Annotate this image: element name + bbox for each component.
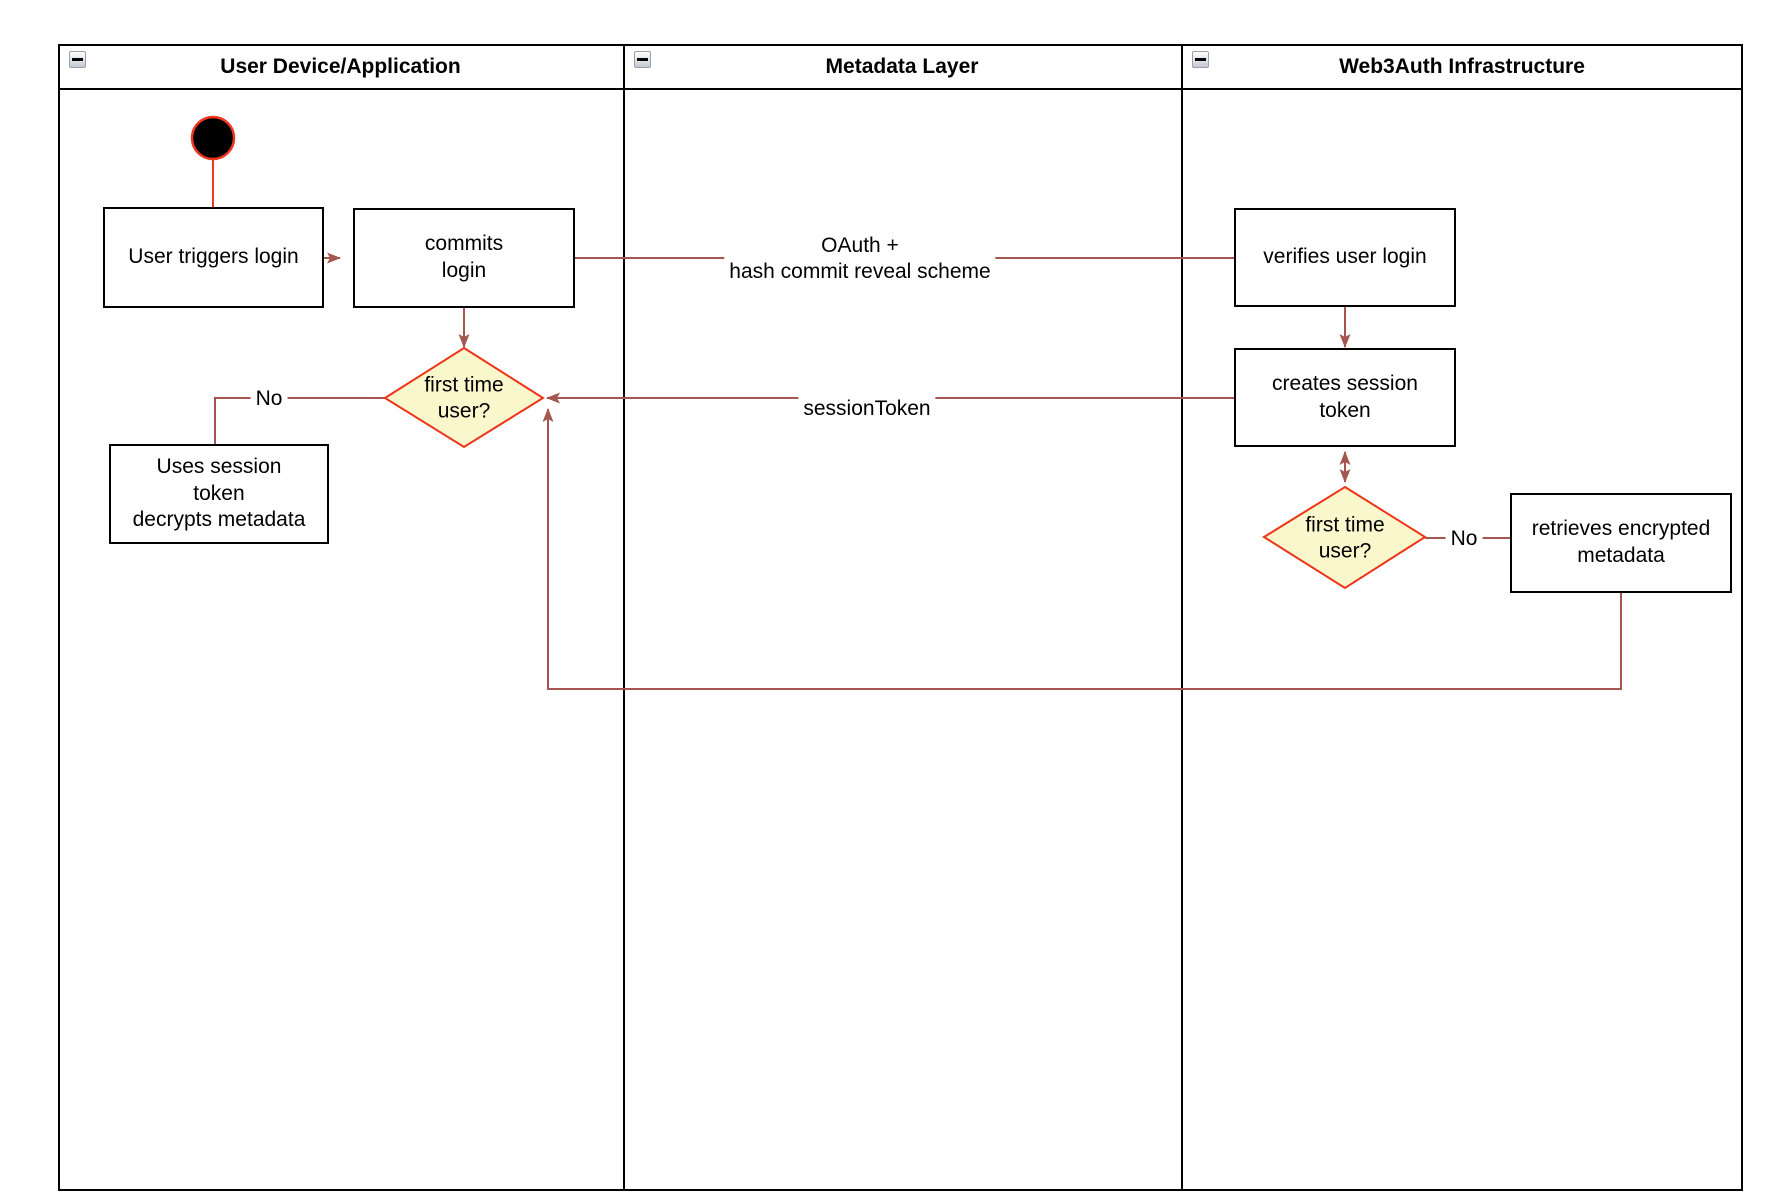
lane-header-user-device: User Device/Application [58,46,623,88]
decision-label-right: first time user? [1305,513,1385,562]
collapse-lane-button[interactable] [1192,51,1209,68]
node-uses-session-token[interactable]: Uses session token decrypts metadata [109,444,329,544]
lane-header-web3auth: Web3Auth Infrastructure [1181,46,1743,88]
node-creates-session-token[interactable]: creates session token [1234,348,1456,447]
node-user-triggers-login[interactable]: User triggers login [103,207,324,308]
collapse-lane-button[interactable] [634,51,651,68]
minus-icon [72,58,83,61]
node-retrieves-encrypted-metadata[interactable]: retrieves encrypted metadata [1510,493,1732,593]
edge-label-no-right: No [1445,524,1483,554]
edge-label-oauth: OAuth + hash commit reveal scheme [724,231,996,287]
lane-header-divider [58,88,1743,90]
edge-label-no-left: No [250,384,288,414]
node-verifies-user-login[interactable]: verifies user login [1234,208,1456,307]
edge-label-session-token: sessionToken [798,394,936,424]
lane-title-label: Web3Auth Infrastructure [1339,55,1585,78]
lane-separator-2 [1181,44,1183,1191]
minus-icon [637,58,648,61]
lane-separator-1 [623,44,625,1191]
lane-header-metadata-layer: Metadata Layer [623,46,1181,88]
node-commits-login[interactable]: commits login [353,208,575,308]
minus-icon [1195,58,1206,61]
lane-title-label: User Device/Application [220,55,461,78]
decision-label-left: first time user? [424,373,504,422]
lane-title-label: Metadata Layer [825,55,979,78]
collapse-lane-button[interactable] [69,51,86,68]
